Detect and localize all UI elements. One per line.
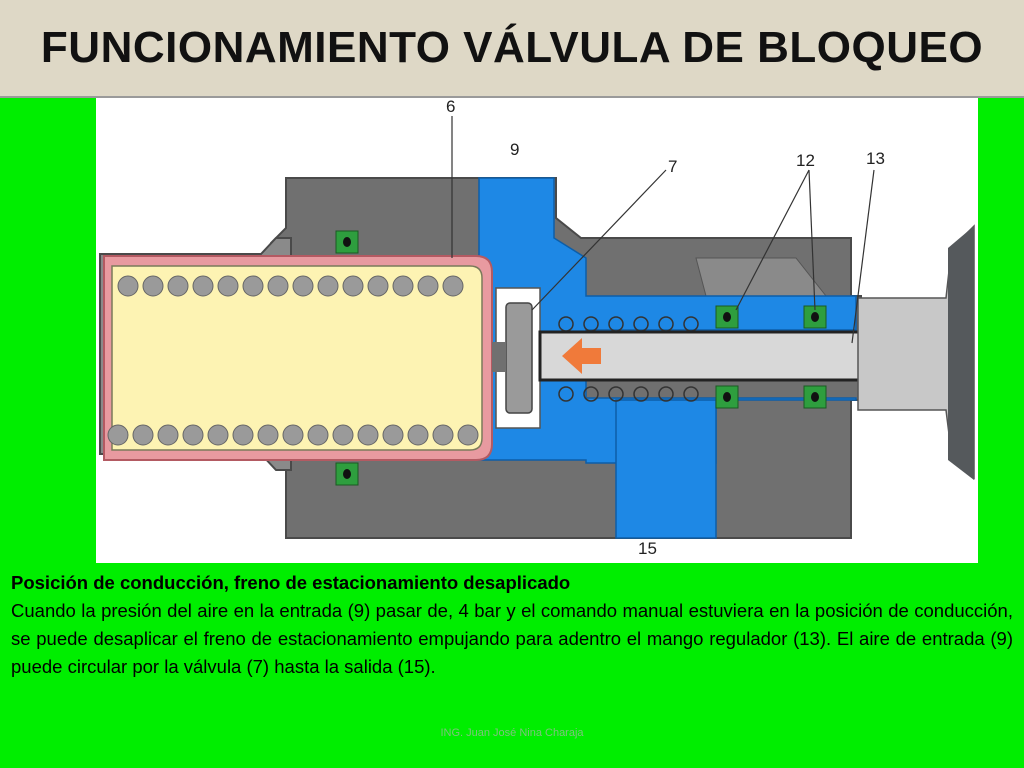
label-part-7: 7 — [668, 157, 677, 176]
caption-heading: Posición de conducción, freno de estacio… — [11, 572, 571, 593]
label-part-13: 13 — [866, 149, 885, 168]
title-bar: FUNCIONAMIENTO VÁLVULA DE BLOQUEO — [0, 0, 1024, 98]
spring-chamber — [111, 265, 483, 451]
spring-coils-top — [117, 275, 464, 297]
label-part-15: 15 — [638, 539, 657, 558]
slide-title: FUNCIONAMIENTO VÁLVULA DE BLOQUEO — [40, 23, 984, 72]
leader-lines — [451, 116, 875, 344]
flow-arrow — [562, 338, 601, 374]
air-outlet-passage-15 — [615, 399, 717, 539]
valve-cross-section: 6 9 7 12 13 15 — [99, 98, 975, 558]
label-part-9: 9 — [510, 140, 519, 159]
valve-7-stem — [492, 342, 506, 372]
footer-credit: ING. Juan José Nina Charaja — [440, 727, 584, 739]
seals-12 — [335, 230, 827, 486]
label-part-6: 6 — [446, 98, 455, 116]
handle-knob — [948, 226, 974, 480]
label-part-12: 12 — [796, 151, 815, 170]
spring-coils-bottom — [107, 424, 479, 446]
caption: Posición de conducción, freno de estacio… — [11, 569, 1013, 681]
valve-7-disc — [505, 302, 533, 414]
caption-body: Cuando la presión del aire en la entrada… — [11, 600, 1013, 677]
valve-diagram: 6 9 7 12 13 15 — [96, 98, 978, 563]
